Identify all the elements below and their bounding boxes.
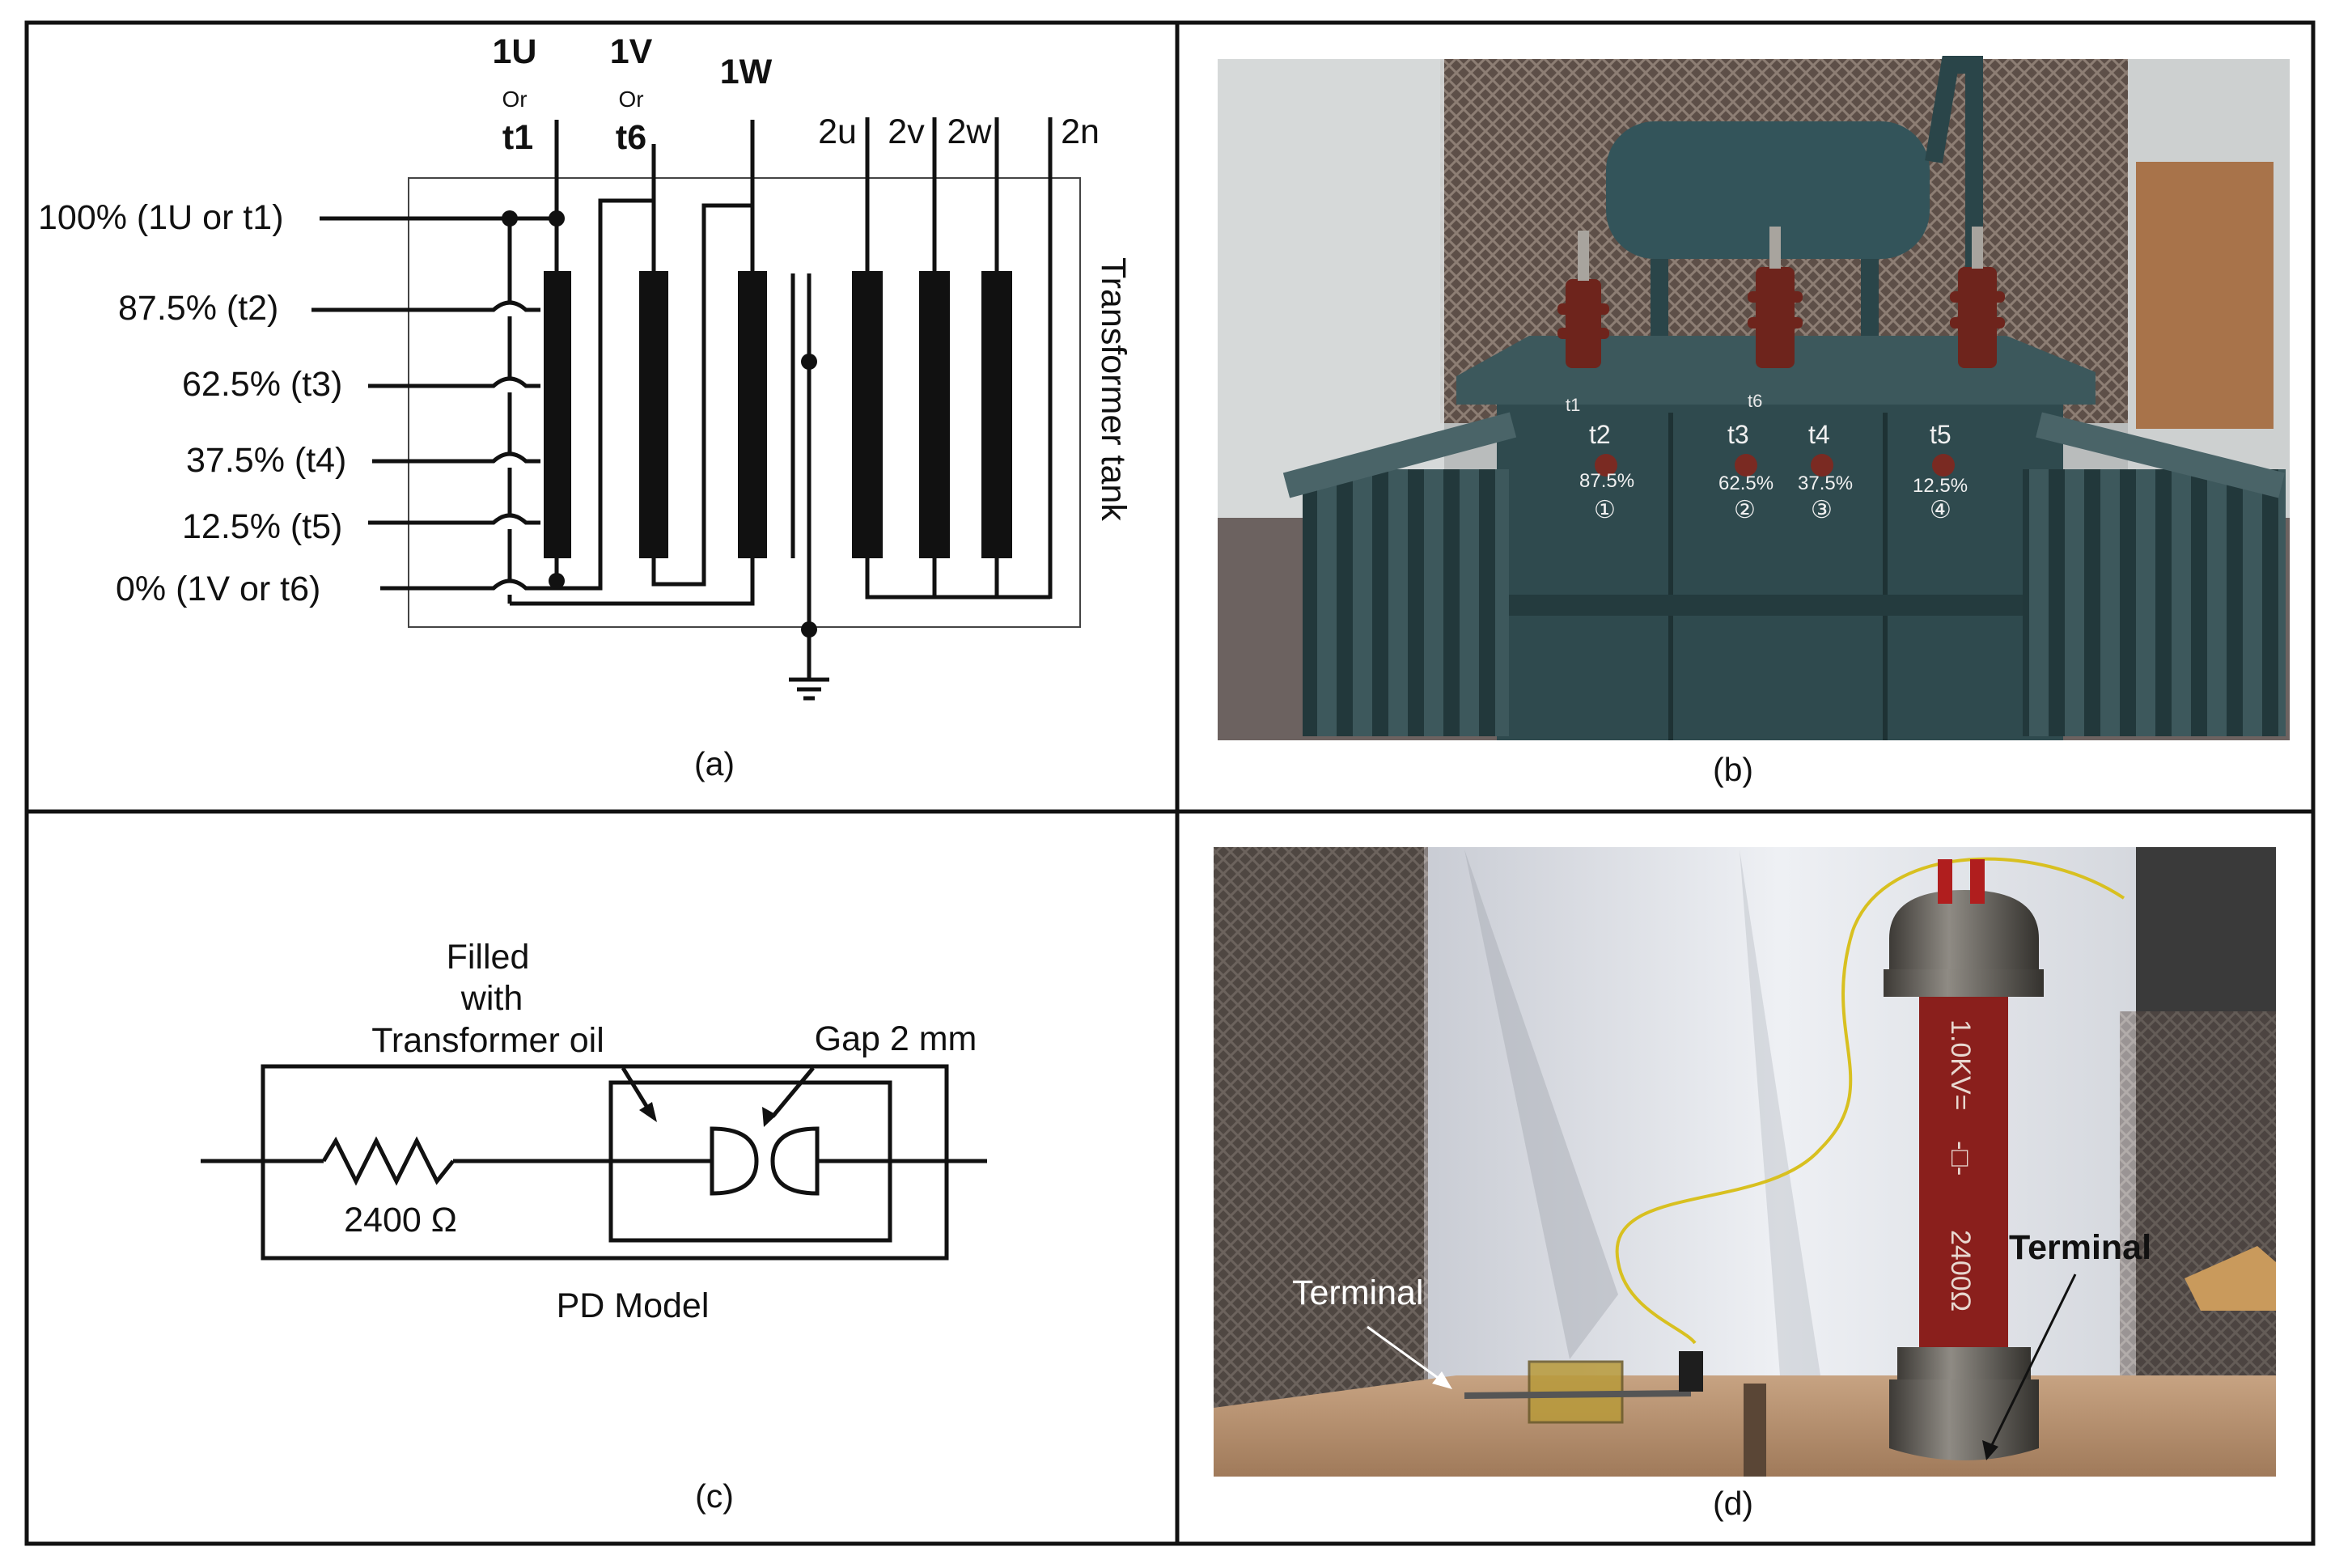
resistor-marking-1: 1.0KV=	[1945, 1019, 1976, 1110]
tap-mark-t5: t5	[1930, 420, 1951, 449]
conservator-tank	[1606, 121, 1930, 259]
resistor-label: 2400 Ω	[344, 1201, 457, 1240]
terminal-1w: 1W	[720, 53, 773, 91]
caption-d: (d)	[1713, 1485, 1753, 1522]
tap-number-3: ③	[1811, 497, 1833, 523]
tap-mark-t4: t4	[1808, 420, 1830, 449]
tap-value-t2: 87.5%	[1579, 470, 1634, 492]
terminal-2v: 2v	[888, 112, 925, 151]
radiator-right	[2023, 469, 2286, 736]
terminal-1v: 1V	[610, 32, 653, 71]
bushing-mark-t1: t1	[1566, 395, 1580, 415]
tank-cover	[1456, 336, 2096, 405]
bushing-mark-t6: t6	[1748, 391, 1762, 411]
tap-number-2: ②	[1734, 497, 1756, 523]
terminal-label-left: Terminal	[1292, 1273, 1424, 1312]
resistor-symbol	[321, 1136, 455, 1186]
terminal-1u: 1U	[493, 32, 537, 71]
panel-frame	[24, 20, 2316, 1546]
fill-label-line3: Transformer oil	[371, 1021, 604, 1060]
tap-label-0: 0% (1V or t6)	[116, 570, 320, 608]
windings	[544, 271, 1012, 558]
caption-c: (c)	[695, 1477, 734, 1515]
schematic-wiring	[311, 117, 1053, 701]
tank-body	[1497, 405, 2063, 740]
panel-a-schematic: Transformer tank 1U Or t1 1V Or t6 1W 2u…	[38, 32, 1133, 782]
junction-dots	[502, 210, 817, 638]
terminal-t6: t6	[616, 118, 646, 157]
connecting-wire	[1615, 857, 2125, 1345]
tap-number-1: ①	[1594, 497, 1616, 523]
fill-label-line2: with	[460, 979, 523, 1018]
tap-value-t3: 62.5%	[1718, 473, 1773, 494]
tank-label: Transformer tank	[1094, 257, 1133, 521]
tap-value-t4: 37.5%	[1798, 473, 1853, 494]
panel-c-pd-model: Filled with Transformer oil Gap 2 mm 240…	[201, 938, 987, 1515]
resistor-marking-2: -□-	[1945, 1141, 1976, 1176]
tap-mark-t2: t2	[1589, 420, 1611, 449]
tap-label-62-5: 62.5% (t3)	[182, 365, 342, 404]
tap-label-100: 100% (1U or t1)	[38, 198, 284, 237]
tap-label-37-5: 37.5% (t4)	[186, 441, 346, 480]
panel-b-photo: t1 t6 t2 87.5% ① t3 62.5% ② t4 37.5% ③	[1218, 56, 2290, 788]
terminal-t1: t1	[502, 118, 533, 157]
tap-number-4: ④	[1930, 497, 1951, 523]
tank-tap-markings: t2 87.5% ① t3 62.5% ② t4 37.5% ③ t5 12.5…	[1579, 420, 1968, 523]
terminal-2n: 2n	[1061, 112, 1100, 151]
electrode-right	[770, 1126, 820, 1196]
model-label: PD Model	[557, 1286, 710, 1325]
tap-value-t5: 12.5%	[1913, 475, 1968, 497]
tap-label-87-5: 87.5% (t2)	[118, 289, 278, 328]
terminal-2w: 2w	[947, 112, 993, 151]
terminal-1v-or: Or	[618, 87, 643, 112]
tap-mark-t3: t3	[1727, 420, 1749, 449]
resistor-marking-3: 2400Ω	[1945, 1230, 1976, 1312]
caption-a: (a)	[694, 745, 735, 782]
terminal-label-right: Terminal	[2009, 1228, 2151, 1267]
resistor-bottom-cap	[1889, 1379, 2039, 1460]
bushings	[1557, 267, 2005, 368]
resistor-top-cap	[1889, 890, 2039, 975]
hv-resistor-body	[1919, 971, 2008, 1359]
panel-d-photo: 1.0KV= -□- 2400Ω Terminal Terminal (d)	[1214, 847, 2276, 1522]
electrode-left	[710, 1126, 759, 1196]
gap-label: Gap 2 mm	[815, 1019, 977, 1058]
fill-label-line1: Filled	[447, 938, 530, 977]
terminal-2u: 2u	[818, 112, 857, 151]
tank-outline	[408, 177, 1081, 628]
caption-b: (b)	[1713, 751, 1753, 788]
tap-label-12-5: 12.5% (t5)	[182, 507, 342, 546]
radiator-left	[1303, 469, 1509, 736]
terminal-1u-or: Or	[502, 87, 527, 112]
